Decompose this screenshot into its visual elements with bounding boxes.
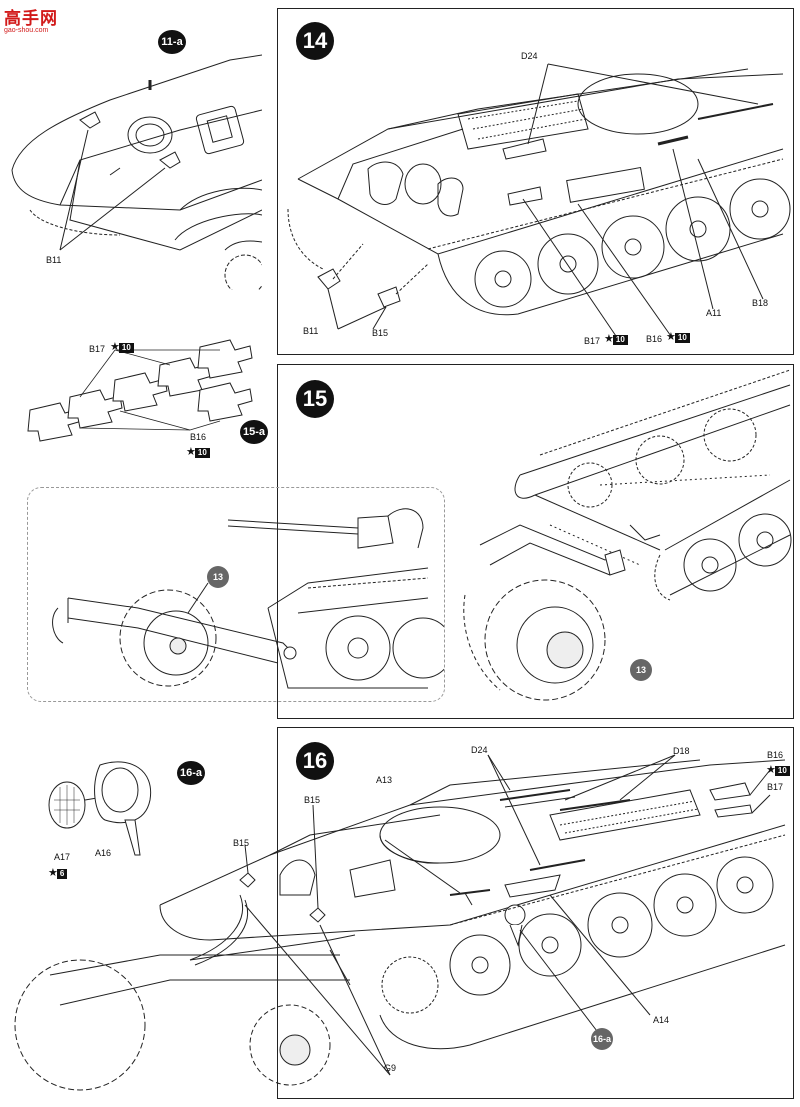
step-14-panel — [277, 8, 794, 355]
roller-detail-box — [27, 487, 445, 702]
label-14-B16: B16 — [646, 334, 663, 344]
label-14-D24: D24 — [521, 51, 538, 61]
step-16a-headlight-drawing — [40, 745, 170, 860]
logo-url: gao-shou.com — [4, 27, 49, 34]
label-15a-B16: B16 — [190, 432, 207, 442]
step-15-tracks-drawing — [460, 365, 793, 718]
qty-15a-B17: ★ 10 — [110, 342, 134, 353]
label-16-D24: D24 — [471, 745, 488, 755]
label-14-A11: A11 — [706, 308, 722, 318]
star-icon: ★ — [110, 341, 120, 353]
label-16-A13: A13 — [376, 775, 393, 785]
star-icon: ★ — [666, 331, 676, 343]
star-icon: ★ — [48, 867, 58, 879]
label-14-B15: B15 — [372, 328, 389, 338]
label-14-B11: B11 — [303, 326, 319, 336]
ref-badge-16a: 16-a — [591, 1028, 613, 1050]
step-14-hull-drawing — [278, 9, 793, 354]
roller-detail-drawing — [28, 488, 444, 701]
label-16a-A16: A16 — [95, 848, 112, 858]
sub-step-11a-badge: 11-a — [158, 30, 186, 54]
qty-15a-B16: ★ 10 — [186, 447, 210, 458]
step-16-panel — [277, 727, 794, 1099]
label-14-B17: B17 — [584, 336, 601, 346]
label-16-B15-lower: B15 — [233, 838, 250, 848]
label-16-B17: B17 — [767, 782, 784, 792]
step-14-number: 14 — [296, 22, 334, 60]
step-16-hull-drawing — [10, 745, 793, 1098]
sub-step-16a-badge: 16-a — [177, 761, 205, 785]
label-11a-B11: B11 — [46, 255, 62, 265]
site-logo: 高手网 gao-shou.com — [4, 4, 70, 38]
step-16-number: 16 — [296, 742, 334, 780]
sub-step-15a-badge: 15-a — [240, 420, 268, 444]
qty-16a-A17: ★ 6 — [48, 867, 68, 879]
star-icon: ★ — [766, 764, 776, 776]
logo-glyphs: 高手网 — [4, 9, 58, 29]
label-16a-A17: A17 — [54, 852, 71, 862]
step-15-number: 15 — [296, 380, 334, 418]
label-16-D18: D18 — [673, 746, 690, 756]
label-16-G9: G9 — [384, 1063, 397, 1073]
qty-14-B17: ★ 10 — [604, 334, 628, 345]
star-icon: ★ — [604, 333, 614, 345]
qty-16-B16: ★ 10 — [766, 765, 790, 776]
label-16-B16: B16 — [767, 750, 784, 760]
star-icon: ★ — [186, 446, 196, 458]
label-14-B18: B18 — [752, 298, 769, 308]
label-16-B15-upper: B15 — [304, 795, 321, 805]
step-11a-hull-drawing — [0, 50, 262, 290]
label-16-A14: A14 — [653, 1015, 670, 1025]
ref-badge-step15-13: 13 — [630, 659, 652, 681]
step-15a-track-links-drawing — [20, 335, 270, 465]
label-15a-B17: B17 — [89, 344, 106, 354]
qty-14-B16: ★ 10 — [666, 332, 690, 343]
ref-badge-detail-13: 13 — [207, 566, 229, 588]
